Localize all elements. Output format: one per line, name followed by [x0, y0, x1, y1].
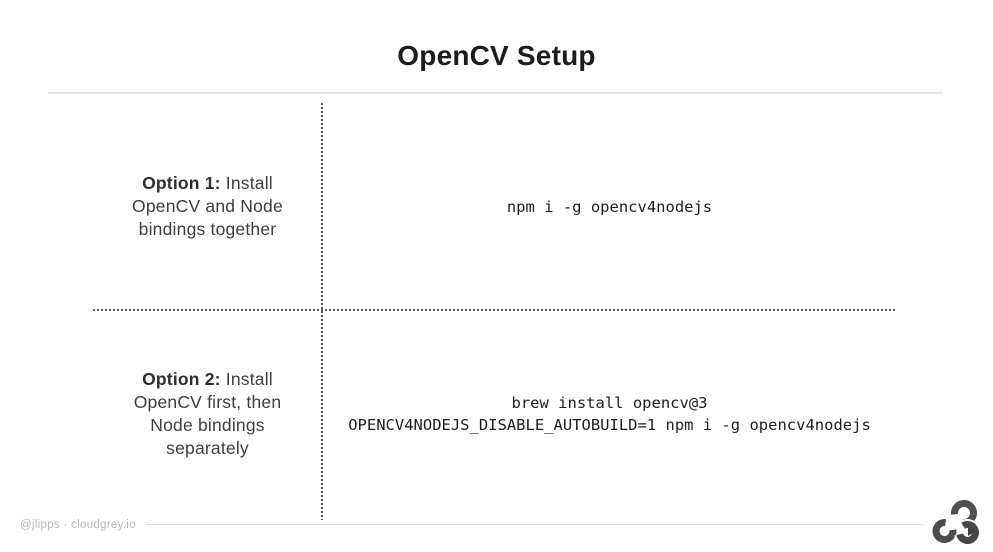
option-2-label-line-3: Node bindings — [150, 414, 265, 435]
option-2-command-2: OPENCV4NODEJS_DISABLE_AUTOBUILD=1 npm i … — [348, 415, 871, 434]
option-1-label-line-2: OpenCV and Node — [132, 196, 283, 216]
option-2-label-bold: Option 2: — [142, 368, 221, 389]
option-1-label-rest: Install — [225, 173, 273, 193]
page-title: OpenCV Setup — [397, 40, 596, 71]
cloudgrey-cloud-logo-icon — [931, 498, 981, 546]
option-2-label-line-4: separately — [166, 437, 249, 458]
option-1-label-line-3: bindings together — [138, 219, 277, 239]
option-1-command: npm i -g opencv4nodejs — [506, 197, 713, 216]
option-1-row: Option 1: Install OpenCV and Node bindin… — [0, 103, 993, 310]
option-2-label-line-2: OpenCV first, then — [133, 391, 282, 412]
option-2-row: Option 2: Install OpenCV first, then Nod… — [0, 310, 993, 517]
option-1-label: Option 1: Install OpenCV and Node bindin… — [93, 103, 322, 310]
option-2-command-1: brew install opencv@3 — [511, 393, 708, 412]
footer-credit: @jlipps · cloudgrey.io — [20, 518, 136, 531]
horizontal-dotted-divider — [93, 309, 897, 311]
footer: @jlipps · cloudgrey.io — [20, 517, 925, 532]
footer-divider — [145, 524, 925, 525]
option-1-label-line-1: Option 1: Install — [142, 172, 273, 195]
option-1-label-bold: Option 1: — [142, 173, 221, 193]
vertical-dotted-divider — [321, 103, 323, 520]
option-1-code-block: npm i -g opencv4nodejs — [322, 103, 897, 310]
option-2-label-line-1: Option 2: Install — [142, 368, 273, 391]
option-2-code-block: brew install opencv@3 OPENCV4NODEJS_DISA… — [322, 310, 897, 517]
option-2-label: Option 2: Install OpenCV first, then Nod… — [93, 310, 322, 517]
option-2-label-rest: Install — [225, 368, 273, 389]
title-divider — [48, 92, 943, 94]
